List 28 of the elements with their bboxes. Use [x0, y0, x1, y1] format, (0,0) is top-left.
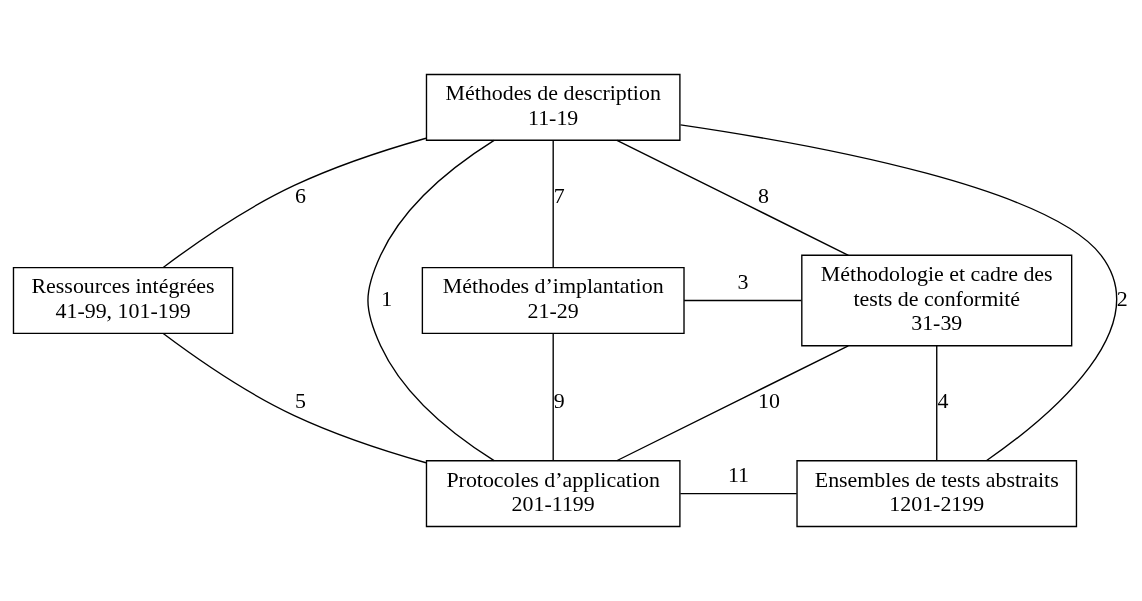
connector — [552, 333, 554, 461]
connector — [679, 124, 1117, 462]
edge-label: 10 — [757, 388, 780, 414]
node-box: Ressources intégrées 41-99, 101-199 — [12, 266, 234, 335]
edge-label: 6 — [294, 182, 306, 208]
connector — [683, 299, 802, 302]
node-box: Méthodes d’implantation 21-29 — [421, 266, 685, 335]
edge-label: 9 — [553, 388, 565, 414]
edge-label: 2 — [1116, 285, 1128, 311]
connector — [552, 139, 554, 268]
node-box: Méthodes de description 11-19 — [425, 73, 681, 141]
connector — [162, 137, 427, 269]
connector — [367, 139, 495, 462]
connector — [616, 139, 850, 256]
edge-label: 4 — [937, 388, 949, 414]
connector — [679, 492, 798, 495]
edge-label: 7 — [553, 182, 565, 208]
node-box: Protocoles d’application 201-1199 — [425, 460, 681, 528]
node-box: Ensembles de tests abstraits 1201-2199 — [796, 460, 1078, 528]
connector — [616, 345, 849, 462]
edge-label: 5 — [294, 388, 306, 414]
connector — [162, 332, 427, 464]
edge-label: 1 — [381, 285, 393, 311]
edge-label: 11 — [727, 462, 750, 488]
connector — [936, 345, 938, 461]
edge-label: 3 — [737, 269, 749, 295]
node-box: Méthodologie et cadre des tests de conformité 31-39 — [801, 254, 1073, 347]
edge-label: 8 — [757, 182, 769, 208]
